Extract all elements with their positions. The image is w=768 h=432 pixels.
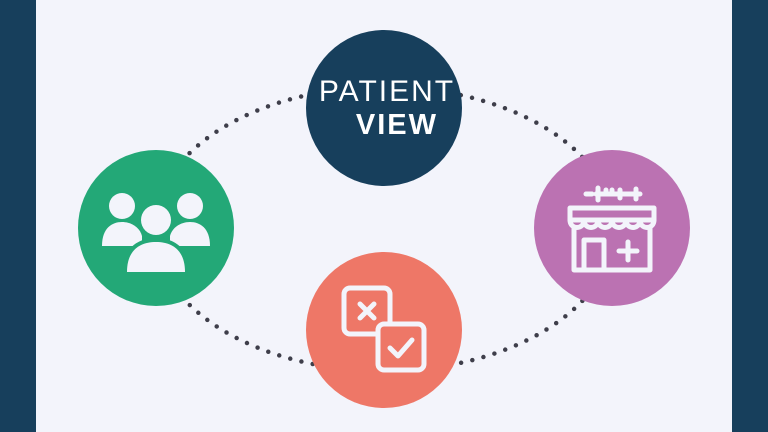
- choice-node: [306, 252, 462, 408]
- cross-check-boxes-icon: [334, 280, 434, 380]
- diagram-canvas: PATIENT VIEW: [36, 0, 732, 432]
- people-group-icon: [100, 182, 212, 274]
- pharmacy-node: [534, 150, 690, 306]
- title-line-1: PATIENT: [318, 74, 456, 108]
- pharmacy-store-icon: [562, 180, 662, 276]
- right-frame-bar: [732, 0, 768, 432]
- title-line-2: VIEW: [355, 108, 438, 141]
- patient-view-node: PATIENT VIEW: [306, 30, 462, 186]
- people-node: [78, 150, 234, 306]
- left-frame-bar: [0, 0, 36, 432]
